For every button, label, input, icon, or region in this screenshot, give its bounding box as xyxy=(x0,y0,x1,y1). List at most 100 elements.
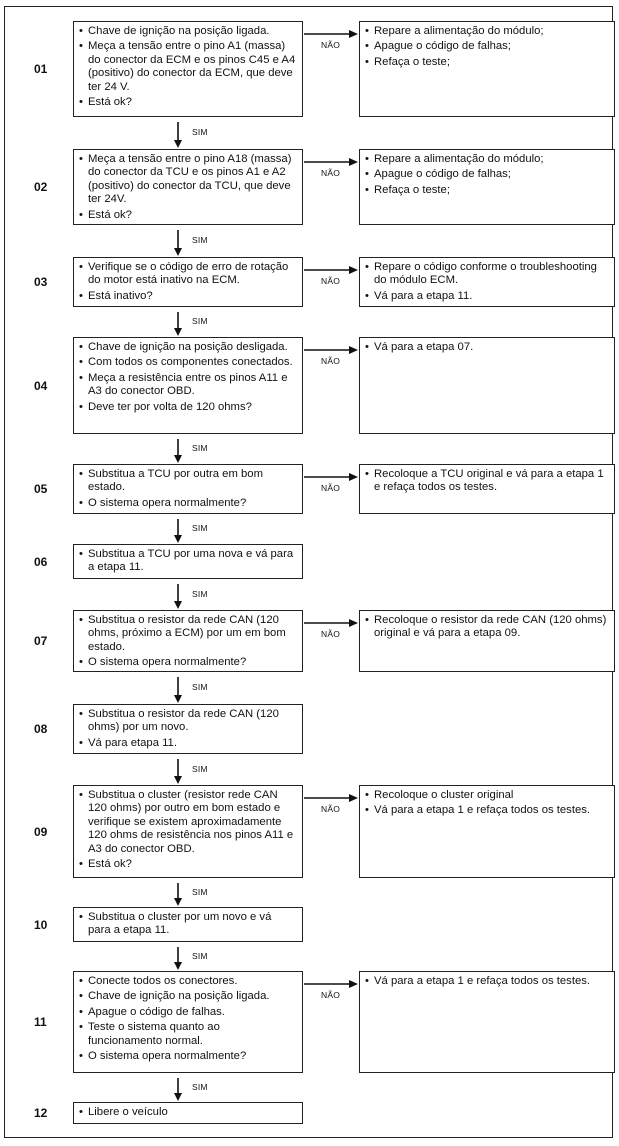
no-arrow-head xyxy=(349,980,358,988)
bullet-text: O sistema opera normalmente? xyxy=(88,496,247,509)
bullet-item: • Substitua o resistor da rede CAN (120 o… xyxy=(79,708,297,735)
yes-arrow-head xyxy=(174,898,182,906)
bullet-item: • Meça a resistência entre os pinos A11 e… xyxy=(79,372,297,399)
yes-arrow-head xyxy=(174,776,182,784)
yes-label: SIM xyxy=(192,443,208,453)
bullet-dot: • xyxy=(365,468,369,480)
step-number: 09 xyxy=(34,824,48,839)
yes-arrow-head xyxy=(174,962,182,970)
bullet-item: •Vá para a etapa 11. xyxy=(365,290,609,303)
bullet-text: Substitua a TCU por uma nova e vá para a… xyxy=(88,548,294,574)
bullet-dot: • xyxy=(79,1106,83,1118)
bullet-text: Vá para etapa 11. xyxy=(88,736,177,749)
bullet-text: Está ok? xyxy=(88,96,132,109)
bullet-item: •Recoloque o resistor da rede CAN (120 o… xyxy=(365,614,609,641)
bullet-dot: • xyxy=(365,614,369,626)
bullet-text: O sistema opera normalmente? xyxy=(88,1050,247,1063)
no-label: NÃO xyxy=(321,629,341,639)
bullet-text: Apague o código de falhas; xyxy=(374,40,511,53)
bullet-item: •Vá para a etapa 1 e refaça todos os tes… xyxy=(365,975,609,988)
bullet-item: •Conecte todos os conectores. xyxy=(79,975,297,988)
yes-label: SIM xyxy=(192,763,208,774)
step-box: •Substitua o resistor da rede CAN (120 o… xyxy=(73,610,303,672)
bullet-item: • Refaça o teste; xyxy=(365,184,609,197)
bullet-text: Substitua o resistor da rede CAN (120 oh… xyxy=(88,708,279,734)
bullet-item: •Vá para etapa 11. xyxy=(79,737,297,750)
bullet-text: Vá para a etapa 07. xyxy=(374,341,474,353)
bullet-text: Teste o sistema quanto ao funcionamento … xyxy=(88,1021,220,1047)
bullet-text: Repare a alimentação do módulo; xyxy=(374,25,544,37)
no-label: NÃO xyxy=(321,276,341,286)
bullet-text: Substitua o cluster (resistor rede CAN 1… xyxy=(88,789,294,855)
bullet-dot: • xyxy=(79,261,83,273)
bullet-item: •Deve ter por volta de 120 ohms? xyxy=(79,401,297,414)
bullet-text: Vá para a etapa 11. xyxy=(374,289,473,302)
yes-arrow-head xyxy=(174,248,182,256)
flowchart-frame xyxy=(4,6,613,1138)
no-label: NÃO xyxy=(321,168,341,178)
bullet-item: • Recoloque a TCU original e vá para a et… xyxy=(365,468,609,495)
no-arrow-head xyxy=(349,794,358,802)
yes-arrow-head xyxy=(174,455,182,463)
bullet-item: •Libere o veículo xyxy=(79,1106,297,1119)
step-number: 11 xyxy=(34,1015,47,1029)
bullet-dot: • xyxy=(365,153,369,165)
bullet-dot: • xyxy=(79,341,83,353)
bullet-text: Meça a resistência entre os pinos A11 e … xyxy=(88,371,288,398)
bullet-item: •Está inativo? xyxy=(79,290,297,303)
bullet-text: Recoloque a TCU original e vá para a eta… xyxy=(374,468,604,494)
bullet-item: •Substitua o cluster por um novo e vá pa… xyxy=(79,911,297,938)
bullet-item: •Teste o sistema quanto ao funcionamento… xyxy=(79,1021,297,1048)
bullet-text: Apague o código de falhas; xyxy=(374,168,511,181)
bullet-text: Chave de ignição na posição desligada. xyxy=(88,341,288,353)
step-number: 01 xyxy=(34,62,48,76)
step-number: 06 xyxy=(34,554,48,569)
step-box: •Conecte todos os conectores.•Chave de i… xyxy=(73,971,303,1073)
bullet-item: •O sistema opera normalmente? xyxy=(79,497,297,510)
bullet-dot: • xyxy=(79,208,83,221)
bullet-item: •Refaça o teste; xyxy=(365,56,609,69)
bullet-item: •Vá para a etapa 1 e refaça todos os tes… xyxy=(365,804,609,817)
yes-arrow-head xyxy=(174,140,182,148)
step-number: 08 xyxy=(34,722,48,736)
bullet-dot: • xyxy=(79,1050,83,1063)
step-box: • Substitua o resistor da rede CAN (120 o… xyxy=(73,704,303,754)
step-number: 04 xyxy=(34,378,48,393)
bullet-dot: • xyxy=(79,25,83,37)
bullet-dot: • xyxy=(365,975,369,987)
step-box: •Meça a tensão entre o pino A18 (massa) … xyxy=(73,149,303,225)
yes-label: SIM xyxy=(192,886,208,897)
bullet-dot: • xyxy=(79,708,83,720)
yes-arrow-head xyxy=(174,535,182,543)
step-box: •Verifique se o código de erro de rotaçã… xyxy=(73,257,303,307)
yes-label: SIM xyxy=(192,588,208,599)
yes-label: SIM xyxy=(192,127,208,137)
bullet-item: •Substitua o resistor da rede CAN (120 o… xyxy=(79,614,297,654)
corrective-action-box: •Vá para a etapa 1 e refaça todos os tes… xyxy=(359,971,615,1073)
bullet-dot: • xyxy=(79,96,83,109)
bullet-dot: • xyxy=(365,168,369,181)
bullet-dot: • xyxy=(79,289,83,302)
bullet-item: • O sistema opera normalmente? xyxy=(79,1050,297,1063)
bullet-dot: • xyxy=(79,858,83,871)
bullet-text: Refaça o teste; xyxy=(374,55,450,68)
bullet-item: • Apague o código de falhas; xyxy=(365,40,609,53)
bullet-dot: • xyxy=(365,183,369,196)
no-label: NÃO xyxy=(321,40,341,50)
step-box: •Substitua a TCU por uma nova e vá para … xyxy=(73,544,303,579)
yes-label: SIM xyxy=(192,235,208,245)
bullet-text: Refaça o teste; xyxy=(374,183,450,196)
bullet-text: Apague o código de falhas. xyxy=(88,1005,225,1018)
bullet-item: •Substitua a TCU por uma nova e vá para … xyxy=(79,548,297,575)
bullet-dot: • xyxy=(79,371,83,384)
step-box: • Substitua o cluster (resistor rede CAN … xyxy=(73,785,303,878)
no-label: NÃO xyxy=(321,483,341,493)
bullet-item: •Chave de ignição na posição ligada. xyxy=(79,990,297,1003)
no-label: NÃO xyxy=(321,804,341,814)
bullet-text: Chave de ignição na posição ligada. xyxy=(88,990,270,1003)
no-arrow-head xyxy=(349,473,358,481)
bullet-item: •Está ok? xyxy=(79,858,297,871)
bullet-dot: • xyxy=(365,40,369,53)
step-box: •Substitua a TCU por outra em bom estado… xyxy=(73,464,303,514)
